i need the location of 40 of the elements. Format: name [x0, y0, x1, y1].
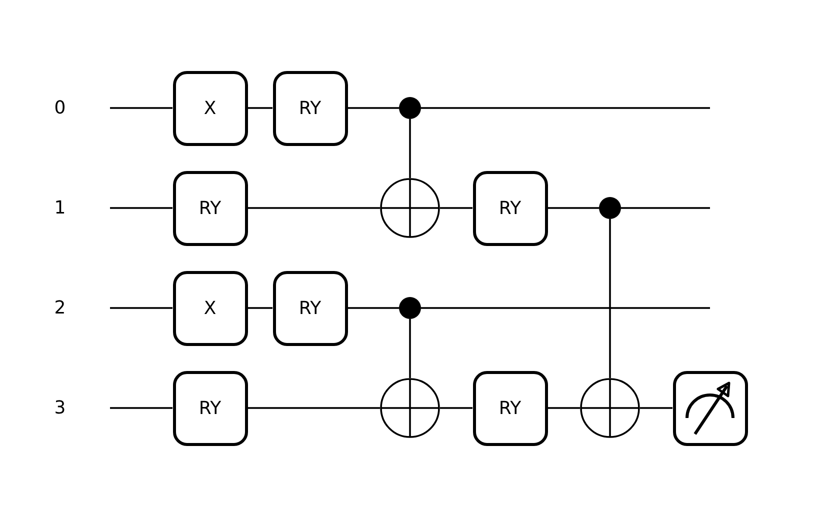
control-line [609, 219, 611, 378]
gate-box: RY [272, 70, 348, 146]
gate-box: X [172, 70, 248, 146]
qubit-wire [110, 107, 172, 109]
target-symbol [580, 378, 640, 438]
qubit-wire [421, 307, 710, 309]
gate-box: RY [272, 270, 348, 346]
control-dot [599, 197, 621, 219]
gate-box: X [172, 270, 248, 346]
qubit-wire [248, 307, 272, 309]
qubit-wire [110, 307, 172, 309]
qubit-wire [440, 407, 472, 409]
qubit-wire [248, 407, 380, 409]
gate-box: RY [472, 370, 548, 446]
qubit-wire [548, 207, 599, 209]
qubit-wire [248, 207, 380, 209]
gate-box: RY [172, 370, 248, 446]
qubit-label: 0 [54, 98, 66, 118]
control-line [409, 319, 411, 378]
qubit-wire [548, 407, 580, 409]
qubit-wire [348, 107, 399, 109]
control-dot [399, 97, 421, 119]
target-symbol [380, 178, 440, 238]
qubit-wire [248, 107, 272, 109]
qubit-wire [348, 307, 399, 309]
measurement-gate [672, 370, 748, 446]
control-dot [399, 297, 421, 319]
qubit-label: 3 [54, 398, 66, 418]
gate-box: RY [172, 170, 248, 246]
target-symbol [380, 378, 440, 438]
qubit-wire [440, 207, 472, 209]
qubit-label: 1 [54, 198, 66, 218]
qubit-wire [421, 107, 710, 109]
qubit-label: 2 [54, 298, 66, 318]
control-line [409, 119, 411, 178]
qubit-wire [110, 207, 172, 209]
qubit-wire [110, 407, 172, 409]
qubit-wire [640, 407, 672, 409]
gate-box: RY [472, 170, 548, 246]
qubit-wire [621, 207, 710, 209]
